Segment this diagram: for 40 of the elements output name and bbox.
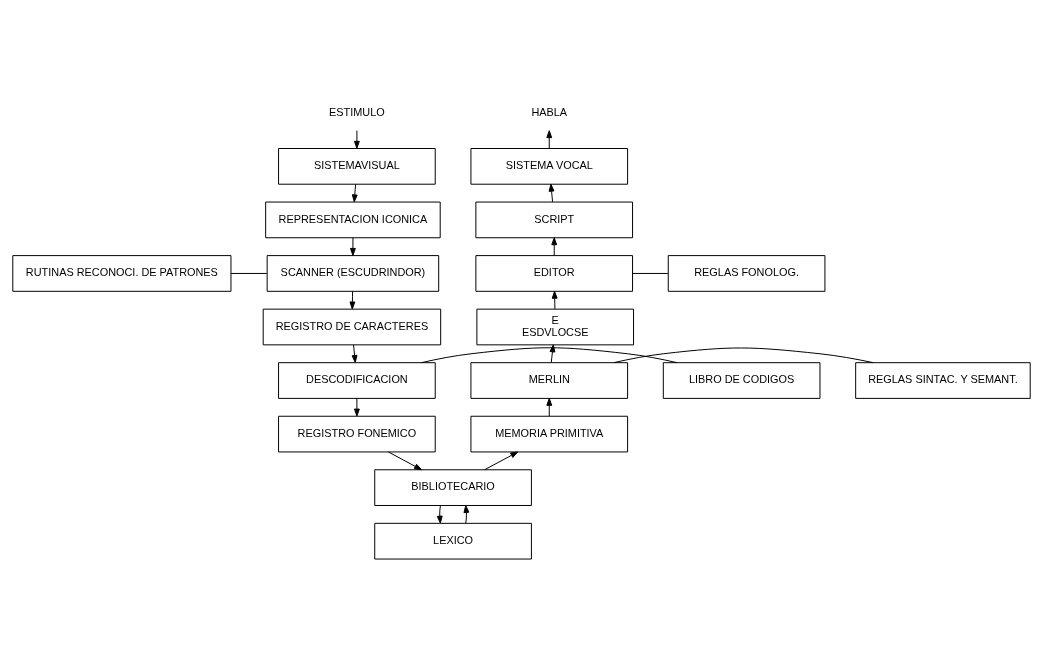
arrow xyxy=(551,236,558,256)
node-box: BIBLIOTECARIO xyxy=(374,468,532,506)
node-box: MERLIN xyxy=(470,361,629,399)
arrow xyxy=(549,343,556,363)
node-box: LEXICO xyxy=(374,522,532,560)
node-box: EDITOR xyxy=(475,254,634,292)
arrow xyxy=(463,504,470,524)
arrow xyxy=(351,343,358,363)
node-box: DESCODIFICACION xyxy=(278,361,436,399)
arrow xyxy=(349,290,356,309)
node-box: MEMORIA PRIMITIVA xyxy=(470,415,629,452)
arrow xyxy=(353,129,360,149)
node-box: SCRIPT xyxy=(475,201,634,238)
connector xyxy=(230,272,268,274)
arrow xyxy=(546,129,553,149)
node-box: LIBRO DE CODIGOS xyxy=(662,361,821,399)
node-text: HABLA xyxy=(531,105,568,118)
arrow xyxy=(546,397,553,416)
arrow xyxy=(350,236,356,256)
arrow xyxy=(551,290,558,309)
arrow xyxy=(548,183,555,202)
node-box: SCANNER (ESCUDRINDOR) xyxy=(266,254,440,292)
arrow xyxy=(353,397,360,416)
node-box: SISTEMA VOCAL xyxy=(470,147,629,185)
node-box: REGISTRO DE CARACTERES xyxy=(262,308,442,345)
node-box: E ESDVLOCSE xyxy=(476,308,635,345)
arrow xyxy=(351,183,358,202)
node-box: REPRESENTACION ICONICA xyxy=(265,201,441,238)
node-box: SISTEMAVISUAL xyxy=(278,147,436,185)
connector xyxy=(421,346,678,363)
connector xyxy=(632,272,669,274)
node-box: REGLAS FONOLOG. xyxy=(667,254,826,292)
connector xyxy=(613,347,874,363)
node-box: REGISTRO FONEMICO xyxy=(278,415,436,452)
node-box: REGLAS SINTAC. Y SEMANT. xyxy=(855,361,1031,399)
node-text: ESTIMULO xyxy=(329,105,385,118)
arrow xyxy=(484,450,519,470)
arrow xyxy=(387,450,422,470)
node-box: RUTINAS RECONOCI. DE PATRONES xyxy=(12,254,232,292)
arrow xyxy=(436,504,443,524)
